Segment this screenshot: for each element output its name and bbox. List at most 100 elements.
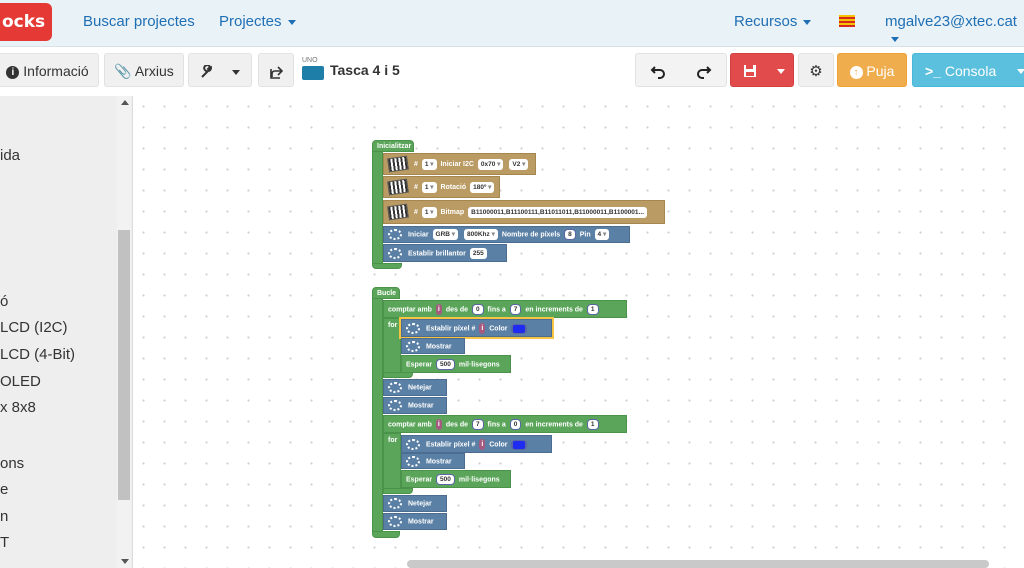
init-block[interactable]: Inicialitzar (372, 140, 414, 152)
chevron-down-icon (891, 36, 899, 42)
user-menu[interactable]: mgalve23@xtec.cat (885, 13, 1024, 47)
chevron-down-icon[interactable] (777, 69, 785, 74)
undo-icon[interactable] (650, 63, 666, 79)
matrix-hash: # (413, 160, 418, 168)
matrix-rotation-block[interactable]: # 1 Rotació 180º (383, 176, 500, 198)
neopixel-ring-icon (406, 341, 420, 352)
sidebar-item[interactable]: n (0, 508, 9, 525)
sidebar-item[interactable]: LCD (4-Bit) (0, 346, 76, 363)
sidebar-item[interactable]: OLED (0, 373, 41, 390)
save-button[interactable] (730, 53, 794, 87)
wait-label: Esperar (406, 361, 433, 369)
matrix-bitmap-block[interactable]: # 1 Bitmap B11000011,B11100111,B11011011… (383, 200, 665, 224)
step-input[interactable]: 1 (586, 419, 599, 430)
show-block-2[interactable]: Mostrar (383, 397, 447, 414)
loop-variable[interactable]: i (435, 419, 442, 430)
matrix-init-block[interactable]: # 1 Iniciar I2C 0x70 V2 (383, 153, 536, 175)
pin-dropdown[interactable]: 4 (594, 229, 610, 240)
tools-dropdown-button[interactable] (188, 53, 252, 87)
upload-button[interactable]: ↑ Puja (837, 53, 907, 87)
redo-icon[interactable] (696, 63, 712, 79)
nav-projects-dropdown[interactable]: Projectes (219, 13, 296, 30)
brightness-label: Establir brillantor (407, 250, 466, 258)
arduino-board-icon (302, 66, 324, 80)
step-input[interactable]: 1 (586, 304, 599, 315)
clear-block-1[interactable]: Netejar (383, 379, 447, 396)
language-flag-icon[interactable] (839, 15, 855, 27)
sidebar-item[interactable]: x 8x8 (0, 399, 36, 416)
frequency-dropdown[interactable]: 800Khz (464, 229, 498, 240)
from-input[interactable]: 0 (471, 304, 484, 315)
for-loop-block-2[interactable]: comptar amb i des de 7 fins a 0 en incre… (383, 415, 627, 433)
version-dropdown[interactable]: V2 (509, 158, 529, 170)
set-pixel-block-1[interactable]: Establir píxel # i Color (399, 317, 554, 339)
wait-input[interactable]: 500 (436, 474, 455, 485)
pixel-count-value: 8 (565, 230, 575, 239)
paperclip-icon: 📎 (114, 63, 132, 79)
brightness-block[interactable]: Establir brillantor 255 (383, 244, 507, 262)
neopixel-init-block[interactable]: Iniciar GRB 800Khz Nombre de píxels 8 Pi… (383, 226, 630, 243)
share-button[interactable] (258, 53, 294, 87)
loop-variable[interactable]: i (435, 304, 442, 315)
for-count-label: comptar amb (388, 306, 432, 314)
to-input[interactable]: 0 (509, 419, 522, 430)
info-button[interactable]: i Informació (0, 53, 99, 87)
matrix-init-label: Iniciar I2C (440, 160, 474, 168)
wait-input[interactable]: 500 (436, 359, 455, 370)
scroll-up-icon[interactable] (121, 100, 129, 105)
workspace-horizontal-scrollbar[interactable] (407, 560, 989, 568)
for-count-label: comptar amb (388, 421, 432, 429)
wait-block-2[interactable]: Esperar 500 mil·lisegons (401, 470, 511, 488)
sidebar-item[interactable]: ida (0, 147, 21, 164)
nav-search-projects[interactable]: Buscar projectes (83, 13, 195, 30)
show-block-1[interactable]: Mostrar (401, 338, 465, 354)
sidebar-item[interactable]: ons (0, 455, 25, 472)
for-loop-footer-1 (383, 372, 413, 378)
show-block-3[interactable]: Mostrar (401, 453, 465, 469)
sidebar-item[interactable]: e (0, 481, 9, 498)
color-swatch[interactable] (511, 323, 528, 334)
scroll-down-icon[interactable] (121, 559, 129, 564)
from-label: des de (445, 306, 469, 314)
console-button[interactable]: >_ Consola (912, 53, 1024, 87)
sidebar-item[interactable]: ó (0, 293, 9, 310)
brightness-input[interactable]: 255 (469, 248, 487, 259)
clear-block-2[interactable]: Netejar (383, 495, 447, 512)
chevron-down-icon[interactable] (1017, 69, 1024, 74)
matrix-number-dropdown[interactable]: 1 (421, 181, 437, 193)
board-indicator[interactable]: UNO (302, 57, 324, 83)
matrix-number-dropdown[interactable]: 1 (421, 158, 437, 170)
from-input[interactable]: 7 (471, 419, 484, 430)
nav-resources-label: Recursos (734, 13, 798, 30)
set-pixel-block-2[interactable]: Establir píxel # i Color (401, 435, 552, 453)
pixel-index-variable[interactable]: i (479, 323, 486, 334)
wait-block-1[interactable]: Esperar 500 mil·lisegons (401, 355, 511, 373)
init-block-footer (372, 263, 402, 269)
pixel-count-input[interactable]: 8 (564, 229, 576, 240)
neopixel-ring-icon (406, 439, 420, 450)
sidebar-scrollbar-thumb[interactable] (118, 230, 130, 500)
color-swatch[interactable] (511, 439, 528, 450)
settings-button[interactable]: ⚙ (798, 53, 834, 87)
wait-label: Esperar (406, 476, 433, 484)
bitmap-value-field[interactable]: B11000011,B11100111,B11011011,B11000011,… (468, 206, 647, 218)
rotation-dropdown[interactable]: 180º (470, 181, 495, 193)
archive-label: Arxius (134, 63, 174, 79)
i2c-address-dropdown[interactable]: 0x70 (477, 158, 504, 170)
chevron-down-icon (803, 19, 812, 25)
nav-resources-dropdown[interactable]: Recursos (734, 13, 812, 30)
for-loop-block-1[interactable]: comptar amb i des de 0 fins a 7 en incre… (383, 300, 627, 318)
color-order-dropdown[interactable]: GRB (432, 229, 459, 240)
blockly-workspace[interactable] (133, 96, 1024, 568)
sidebar-item[interactable]: T (0, 534, 10, 551)
to-input[interactable]: 7 (509, 304, 522, 315)
matrix-number-dropdown[interactable]: 1 (421, 206, 437, 218)
show-block-4[interactable]: Mostrar (383, 513, 447, 530)
show-label: Mostrar (407, 518, 434, 526)
step-value: 1 (587, 420, 598, 429)
loop-block[interactable]: Bucle (372, 287, 400, 299)
archive-button[interactable]: 📎 Arxius (104, 53, 184, 87)
pixel-index-variable[interactable]: i (479, 439, 486, 450)
logo[interactable]: ocks (0, 3, 52, 41)
sidebar-item[interactable]: LCD (I2C) (0, 319, 68, 336)
